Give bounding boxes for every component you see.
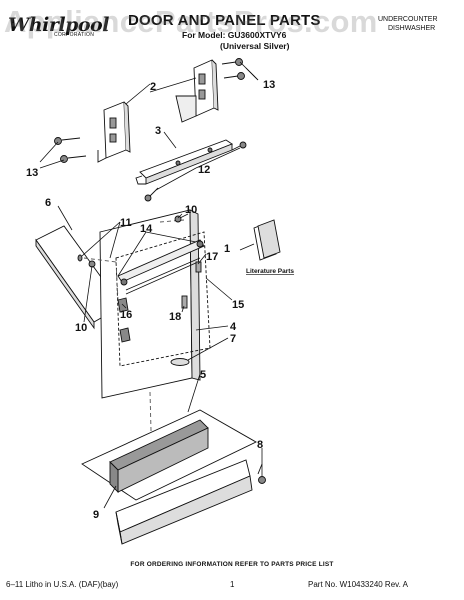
literature-parts-label: Literature Parts [246, 268, 294, 275]
brand-subtitle: CORPORATION [54, 32, 95, 38]
ordering-note: FOR ORDERING INFORMATION REFER TO PARTS … [130, 561, 334, 568]
part-2-bracket-right [175, 59, 219, 123]
callout-6: 6 [45, 197, 51, 209]
part-7-badge [170, 358, 190, 366]
model-line: For Model: GU3600XTVY6 [182, 30, 287, 40]
part-5-toe-panel [81, 409, 257, 545]
part-10-screws [77, 213, 189, 268]
part-18-stop [181, 295, 188, 309]
callout-17: 17 [206, 251, 218, 263]
callout-10-bottom: 10 [75, 322, 87, 334]
part-13-screws-right [221, 58, 245, 80]
callout-7: 7 [230, 333, 236, 345]
part-number: Part No. W10433240 Rev. A [308, 580, 408, 589]
callout-13-right: 13 [263, 79, 275, 91]
callout-15: 15 [232, 299, 244, 311]
part-4-inner-door [99, 209, 211, 399]
part-3-rail [135, 139, 233, 185]
page-title: DOOR AND PANEL PARTS [128, 12, 321, 29]
product-type-line-2: DISHWASHER [388, 25, 436, 32]
product-type-line-1: UNDERCOUNTER [378, 16, 438, 23]
callout-1: 1 [224, 243, 230, 255]
litho-note: 6–11 Litho in U.S.A. (DAF)(bay) [6, 580, 119, 589]
callout-4: 4 [230, 321, 237, 333]
page-number: 1 [230, 580, 235, 589]
callout-13-left: 13 [26, 167, 38, 179]
callout-2: 2 [150, 81, 156, 93]
callout-12: 12 [198, 164, 210, 176]
part-13-screws-left [54, 137, 87, 163]
part-17-clip [195, 261, 202, 273]
callout-8: 8 [257, 439, 263, 451]
finish-line: (Universal Silver) [220, 41, 290, 51]
watermark: AppliancePartsPros.com [4, 4, 378, 39]
part-1-literature [253, 219, 281, 261]
callout-14: 14 [140, 223, 153, 235]
callout-3: 3 [155, 125, 161, 137]
callout-9: 9 [93, 509, 99, 521]
callout-18: 18 [169, 311, 181, 323]
part-2-bracket-left [97, 101, 131, 163]
brand-logo: Whirlpool [8, 14, 109, 36]
callout-5: 5 [200, 369, 206, 381]
callout-11: 11 [120, 217, 132, 229]
callout-10-top: 10 [185, 204, 197, 216]
part-8-screw [257, 463, 266, 484]
callout-16: 16 [120, 309, 132, 321]
